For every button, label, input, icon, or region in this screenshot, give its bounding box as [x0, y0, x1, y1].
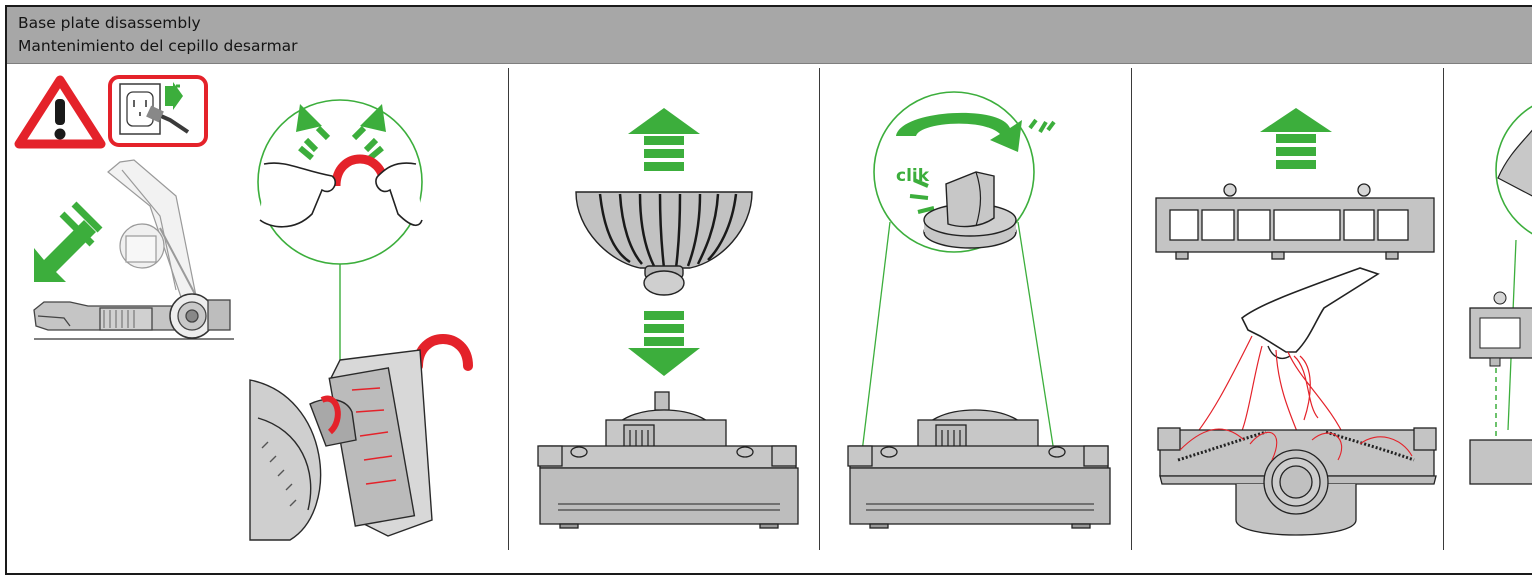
- arrow-down-left-icon: [34, 220, 96, 282]
- panel-divider: [1131, 68, 1132, 550]
- hand-removing-hair: [1185, 267, 1380, 451]
- twist-lock-detail: [873, 91, 1056, 253]
- arrow-up-icon: [1260, 108, 1332, 169]
- base-plate-frame: [1155, 183, 1435, 260]
- reclined-vacuum: [107, 159, 197, 301]
- arrow-up-icon: [628, 108, 700, 171]
- base-plate-front: [537, 391, 799, 529]
- brush-bar-base: [1157, 427, 1437, 536]
- illustration-layer: [14, 75, 1532, 541]
- next-step-detail: [1469, 105, 1532, 485]
- manual-page: Base plate disassembly Mantenimiento del…: [5, 5, 1532, 575]
- section-header: Base plate disassembly Mantenimiento del…: [7, 7, 1532, 64]
- title-english: Base plate disassembly: [18, 14, 201, 32]
- removed-dome-cover: [575, 191, 753, 296]
- arrow-down-icon: [628, 311, 700, 376]
- removed-clip: [413, 334, 473, 371]
- title-spanish: Mantenimiento del cepillo desarmar: [18, 37, 298, 55]
- panel-divider: [1443, 68, 1444, 550]
- rotate-arrow-icon: [896, 112, 1022, 152]
- base-plate-front-locked: [847, 409, 1111, 529]
- unplug-icon: [108, 75, 208, 147]
- warning-triangle-icon: [14, 75, 106, 149]
- brushbar-head: [249, 349, 433, 541]
- panel-divider: [508, 68, 509, 550]
- panel-divider: [819, 68, 820, 550]
- clip-removal-detail: [257, 99, 423, 265]
- clik-sound-label: clik: [896, 166, 930, 186]
- cleaner-head: [33, 293, 231, 339]
